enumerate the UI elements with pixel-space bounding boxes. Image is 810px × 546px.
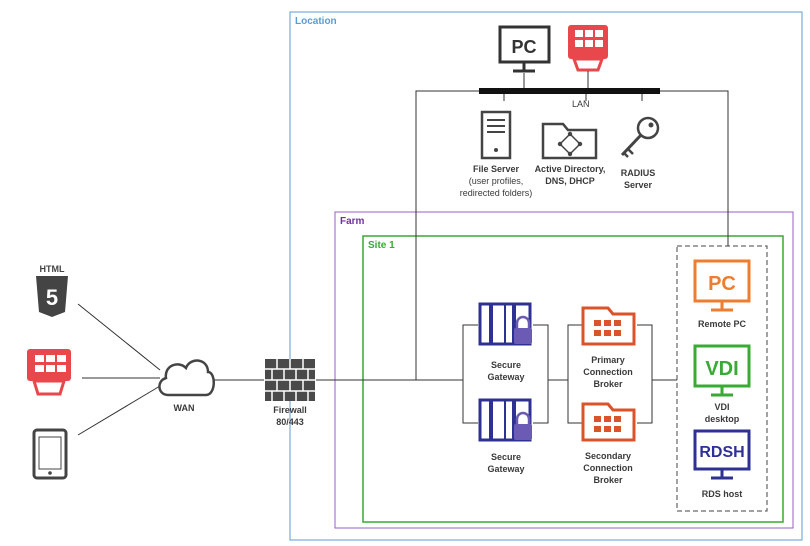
secure-gateway-icon bbox=[478, 398, 532, 442]
remote-pc-label: Remote PC bbox=[698, 319, 747, 329]
wan-cloud-icon bbox=[158, 359, 215, 397]
gateway-2-label: Secure bbox=[491, 452, 521, 462]
secondary-broker-label: Secondary bbox=[585, 451, 631, 461]
remote-pc-screen: PC bbox=[708, 273, 736, 295]
file-server-icon bbox=[480, 110, 512, 160]
secure-gateway-icon bbox=[478, 302, 532, 346]
active-directory-sub: DNS, DHCP bbox=[545, 176, 595, 186]
tablet-icon bbox=[32, 428, 68, 480]
rdsh-screen: RDSH bbox=[699, 444, 744, 461]
gateway-1-sub: Gateway bbox=[487, 372, 524, 382]
remote-pc-icon: PC bbox=[693, 259, 751, 312]
key-icon bbox=[620, 116, 660, 158]
file-server-sub2: redirected folders) bbox=[460, 188, 533, 198]
pc-icon: PC bbox=[498, 25, 551, 73]
site-zone bbox=[362, 235, 784, 523]
html5-icon: HTML 5 bbox=[36, 264, 68, 317]
vdi-screen: VDI bbox=[705, 358, 738, 380]
primary-broker-label: Primary bbox=[591, 355, 625, 365]
farm-label: Farm bbox=[340, 216, 365, 227]
secondary-broker-sub2: Broker bbox=[593, 475, 623, 485]
primary-broker-icon bbox=[581, 306, 636, 346]
pc-icon-label: PC bbox=[511, 37, 536, 57]
firewall-port: 80/443 bbox=[276, 417, 304, 427]
thin-client-icon bbox=[568, 25, 608, 72]
html5-glyph: 5 bbox=[46, 285, 58, 310]
active-directory-label: Active Directory, bbox=[535, 164, 606, 174]
client-thin-client-icon bbox=[27, 349, 71, 396]
active-directory-icon bbox=[541, 122, 598, 160]
lan-bar bbox=[479, 88, 660, 94]
location-zone bbox=[289, 11, 803, 541]
rdsh-label: RDS host bbox=[702, 489, 743, 499]
lan-label: LAN bbox=[572, 99, 590, 109]
firewall-icon bbox=[265, 359, 315, 401]
hosts-group bbox=[676, 245, 768, 512]
wan-label: WAN bbox=[174, 403, 195, 413]
radius-sub: Server bbox=[624, 180, 653, 190]
primary-broker-sub1: Connection bbox=[583, 367, 633, 377]
site-label: Site 1 bbox=[368, 240, 395, 251]
firewall-label: Firewall bbox=[273, 405, 307, 415]
farm-zone bbox=[334, 211, 794, 529]
vdi-icon: VDI bbox=[693, 344, 751, 397]
rdsh-icon: RDSH bbox=[693, 429, 751, 480]
html5-text: HTML bbox=[40, 264, 65, 274]
file-server-label: File Server bbox=[473, 164, 520, 174]
radius-label: RADIUS bbox=[621, 168, 656, 178]
secondary-broker-sub1: Connection bbox=[583, 463, 633, 473]
location-label: Location bbox=[295, 16, 337, 27]
gateway-1-label: Secure bbox=[491, 360, 521, 370]
secondary-broker-icon bbox=[581, 402, 636, 442]
primary-broker-sub2: Broker bbox=[593, 379, 623, 389]
vdi-label: VDI bbox=[714, 402, 729, 412]
vdi-sub: desktop bbox=[705, 414, 740, 424]
file-server-sub1: (user profiles, bbox=[469, 176, 524, 186]
gateway-2-sub: Gateway bbox=[487, 464, 524, 474]
